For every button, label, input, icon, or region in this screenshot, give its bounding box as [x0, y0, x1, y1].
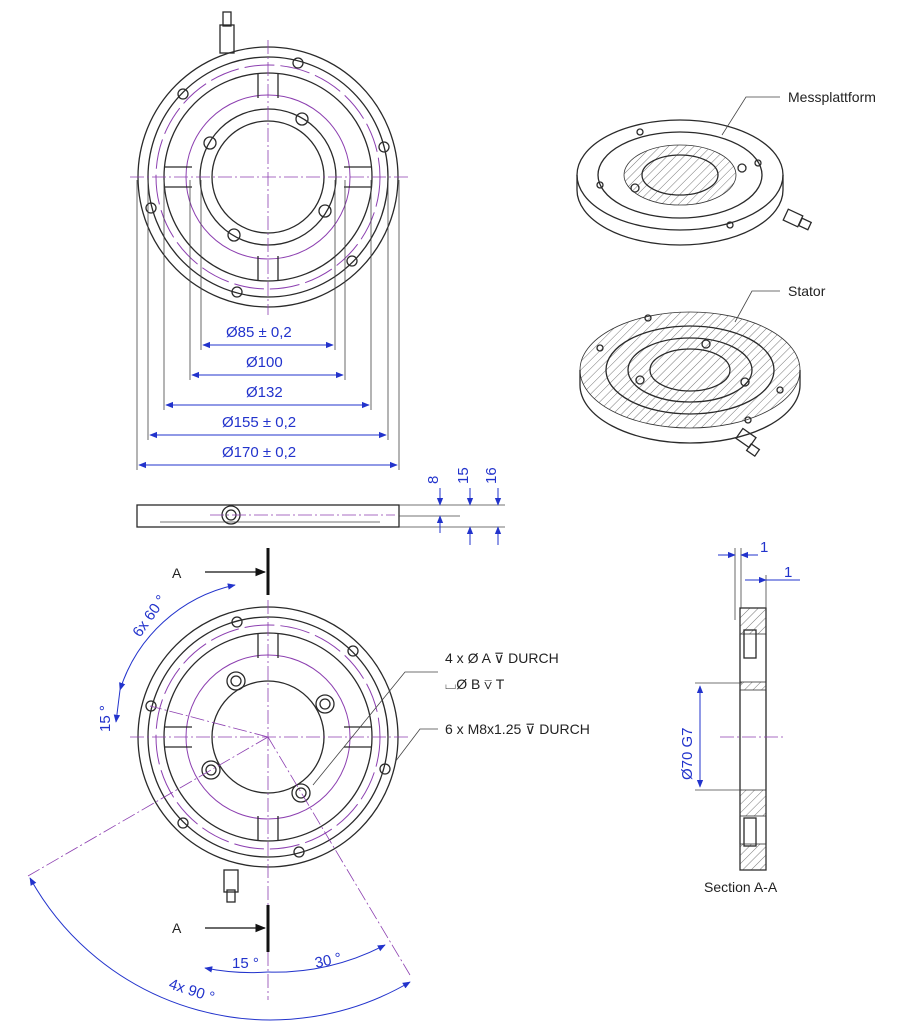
dim-h8: 8	[425, 476, 442, 484]
dim-ang-6x60: 6x 60 °	[129, 592, 170, 640]
bottom-view: A A	[27, 548, 411, 1000]
label-messplattform: Messplattform	[788, 89, 876, 105]
iso-messplattform: Messplattform	[576, 89, 876, 246]
section-title: Section A-A	[704, 879, 778, 895]
dim-s1b: 1	[784, 564, 792, 581]
dim-s1a: 1	[760, 539, 768, 556]
angle-dimensions: 6x 60 ° 15 ° 15 ° 30 ° 4x 90 °	[29, 583, 411, 1021]
label-stator: Stator	[788, 283, 826, 299]
thread-note: 6 x M8x1.25 ⊽ DURCH	[445, 721, 590, 737]
dim-d170: Ø170 ± 0,2	[222, 444, 296, 461]
hole-note-2: ⌴Ø B ⊽ T	[445, 676, 505, 692]
dim-ang-30: 30 °	[313, 950, 343, 972]
side-view: 8 15 16	[136, 467, 505, 545]
iso-stator: Stator	[579, 283, 826, 458]
dim-d155: Ø155 ± 0,2	[222, 414, 296, 431]
section-mark-a-bottom: A	[172, 920, 182, 936]
section-a-a: 1 1 Ø70 G7 Section A-A	[679, 539, 800, 895]
dim-d100: Ø100	[246, 354, 283, 371]
dim-ang-4x90: 4x 90 °	[167, 976, 217, 1007]
hole-callouts: 4 x Ø A ⊽ DURCH ⌴Ø B ⊽ T 6 x M8x1.25 ⊽ D…	[312, 650, 590, 786]
diameter-dimensions: Ø85 ± 0,2 Ø100 Ø132 Ø155 ± 0,2 Ø170 ± 0,…	[136, 180, 400, 470]
dim-h15: 15	[455, 467, 472, 484]
top-view	[130, 11, 410, 315]
dim-ang-15a: 15 °	[97, 705, 114, 732]
dim-d132: Ø132	[246, 384, 283, 401]
hole-note-1: 4 x Ø A ⊽ DURCH	[445, 650, 559, 666]
dim-ang-15b: 15 °	[232, 955, 259, 972]
section-mark-a-top: A	[172, 565, 182, 581]
dim-d70: Ø70 G7	[679, 727, 696, 780]
dim-h16: 16	[483, 467, 500, 484]
dim-d85: Ø85 ± 0,2	[226, 324, 292, 341]
